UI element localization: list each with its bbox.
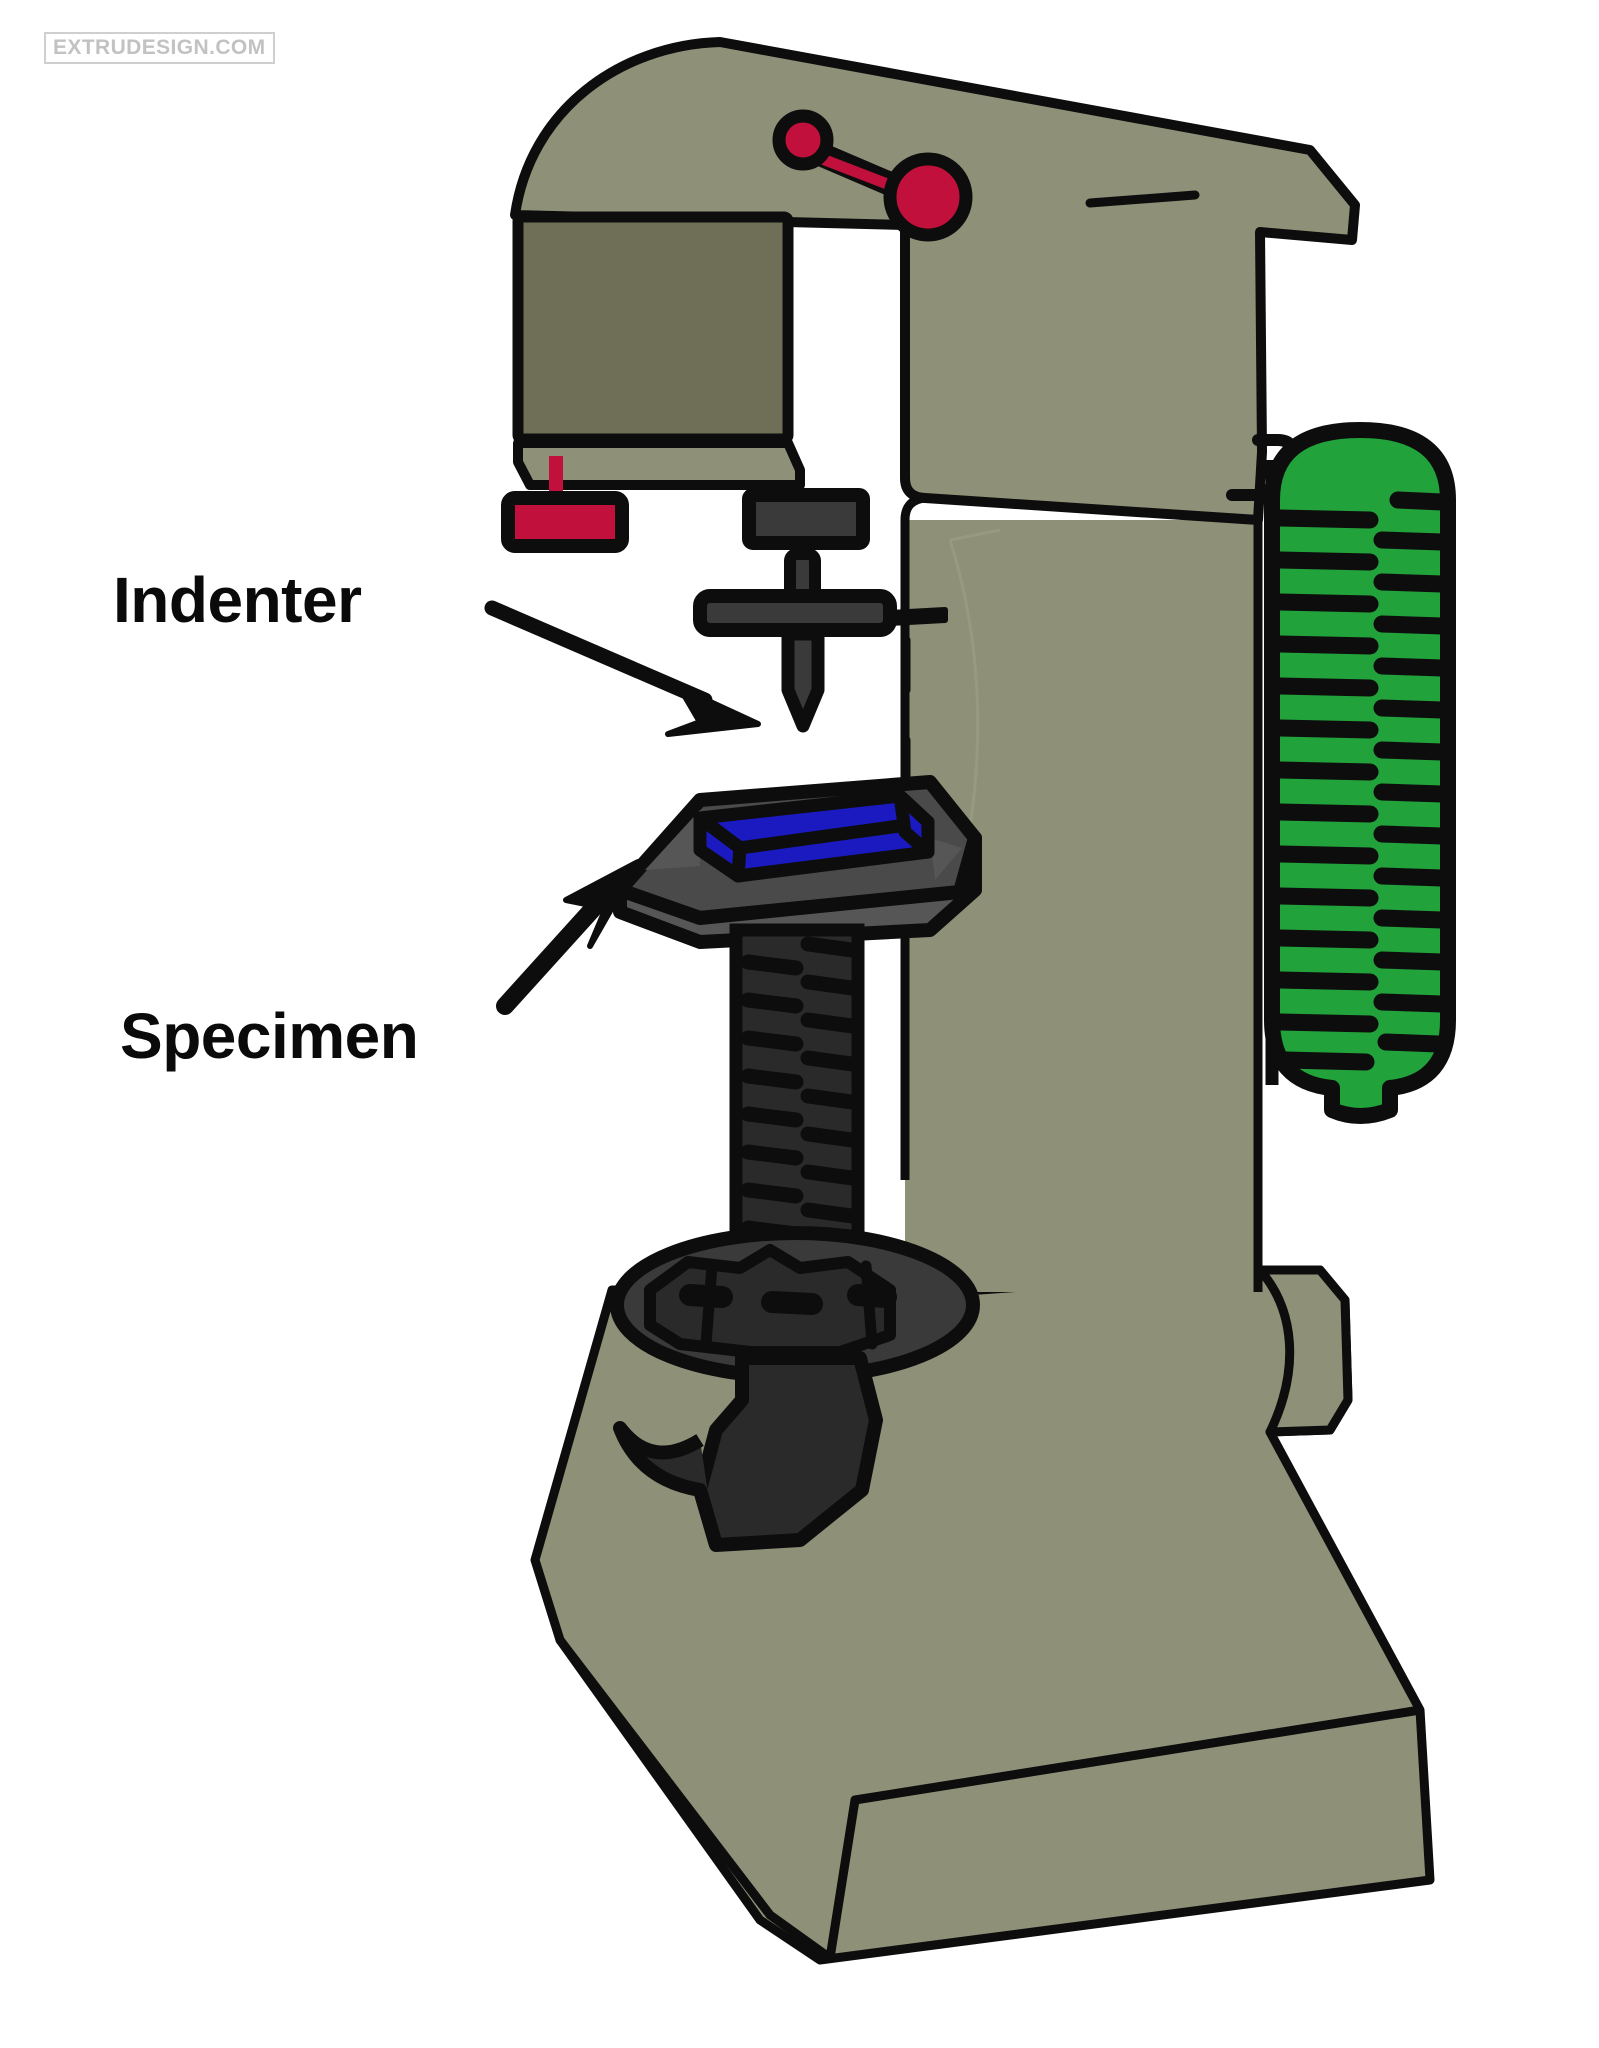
damper-fins-left (1271, 509, 1379, 1071)
machine-base (530, 1265, 1435, 1965)
indenter-assembly (693, 488, 948, 795)
handwheel-spokes (700, 1260, 878, 1350)
label-specimen: Specimen (120, 1000, 419, 1072)
specimen-block (693, 789, 935, 883)
watermark: EXTRUDESIGN.COM (44, 32, 275, 64)
damper-cylinder (1226, 422, 1456, 1124)
handwheel-slots (679, 1284, 897, 1315)
indenter-arrow (484, 600, 761, 737)
objective-lens (501, 456, 629, 553)
top-arm (510, 37, 1360, 525)
specimen-arrow (496, 859, 641, 1015)
microscope-housing (512, 211, 805, 490)
damper-fins-right (1373, 491, 1451, 1053)
handwheel[interactable] (610, 1226, 980, 1552)
label-indenter: Indenter (113, 564, 362, 636)
load-selector-lever[interactable] (772, 109, 973, 242)
